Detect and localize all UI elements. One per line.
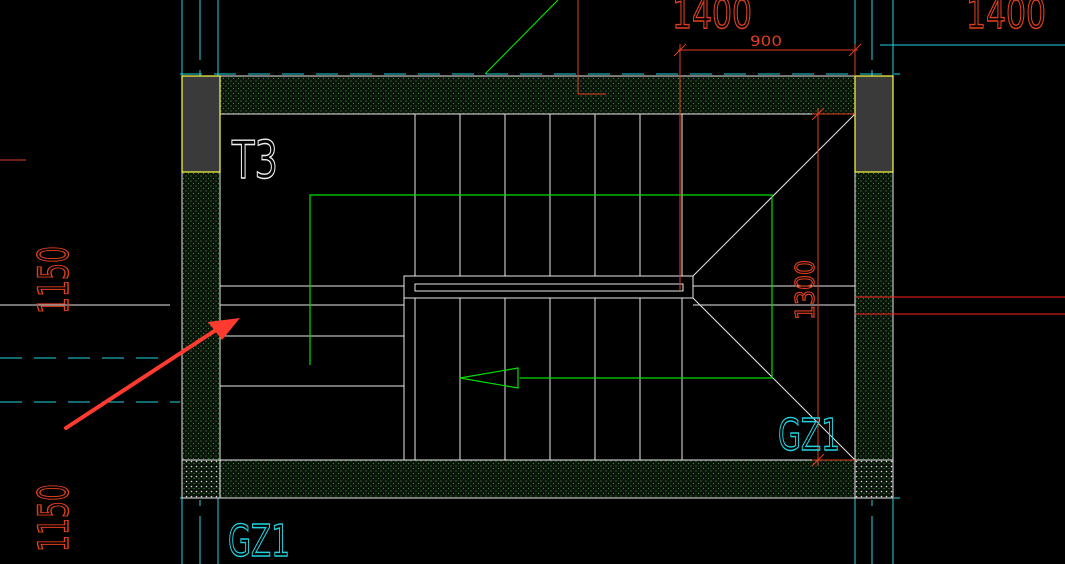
column-top-left	[181, 75, 221, 173]
dim-top-right: 1400	[966, 0, 1046, 38]
space-label: T3	[231, 131, 278, 191]
walking-line	[309, 0, 773, 389]
wall-right	[854, 171, 894, 461]
annotation-arrow	[64, 318, 240, 430]
dim-top-span: 900	[750, 34, 782, 50]
dim-vertical-right: 1300	[791, 260, 821, 320]
wall-top	[219, 75, 856, 115]
columns	[181, 75, 894, 499]
column-label-gz1-left: GZ1	[228, 516, 290, 564]
stair-well	[403, 275, 694, 299]
column-top-right	[854, 75, 894, 173]
direction-arrow-head	[459, 367, 519, 389]
dimension-lines	[0, 0, 1065, 467]
wall-bottom	[219, 459, 856, 499]
wall-left	[181, 171, 221, 461]
dim-top-left: 1400	[672, 0, 752, 38]
stair-treads	[0, 113, 856, 461]
column-gz1-bottom-right	[854, 459, 894, 499]
column-label-gz1-right: GZ1	[778, 410, 840, 461]
column-gz1-bottom-left	[181, 459, 221, 499]
annotation-arrow-head	[208, 318, 240, 340]
dim-left-lower: 1150	[29, 484, 78, 552]
dim-left-upper: 1150	[29, 246, 78, 314]
